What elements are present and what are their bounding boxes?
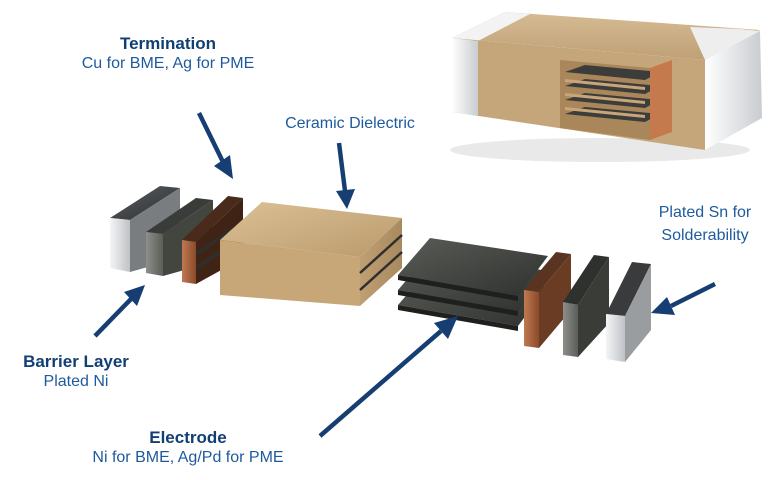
dielectric-label: Ceramic Dielectric bbox=[270, 114, 430, 134]
right-nickel-layer bbox=[563, 255, 609, 357]
right-copper-termination bbox=[524, 252, 571, 348]
termination-label: Termination Cu for BME, Ag for PME bbox=[58, 34, 278, 74]
electrode-label: Electrode Ni for BME, Ag/Pd for PME bbox=[68, 428, 308, 468]
plated-sn-arrow bbox=[669, 281, 717, 309]
barrier-subtitle: Plated Ni bbox=[43, 373, 109, 390]
termination-subtitle: Cu for BME, Ag for PME bbox=[81, 55, 255, 72]
dielectric-arrow bbox=[336, 142, 348, 192]
plated-sn-line2: Solderability bbox=[661, 227, 749, 244]
plated-sn-label: Plated Sn for Solderability bbox=[640, 203, 770, 246]
termination-arrow bbox=[196, 112, 226, 163]
barrier-label: Barrier Layer Plated Ni bbox=[2, 352, 150, 392]
electrode-subtitle: Ni for BME, Ag/Pd for PME bbox=[92, 449, 284, 466]
assembled-chip bbox=[450, 12, 762, 162]
ceramic-dielectric-block bbox=[196, 202, 403, 306]
arrows bbox=[93, 112, 717, 438]
right-tin-layer bbox=[606, 262, 651, 362]
electrode-arrow bbox=[318, 329, 443, 438]
electrode-title: Electrode bbox=[149, 428, 227, 447]
cutaway-electrodes bbox=[565, 65, 660, 122]
dielectric-text: Ceramic Dielectric bbox=[285, 115, 415, 132]
plated-sn-line1: Plated Sn for bbox=[658, 204, 752, 221]
barrier-title: Barrier Layer bbox=[23, 352, 129, 371]
termination-title: Termination bbox=[119, 34, 217, 53]
electrode-stack bbox=[398, 238, 548, 331]
barrier-arrow bbox=[93, 297, 133, 338]
